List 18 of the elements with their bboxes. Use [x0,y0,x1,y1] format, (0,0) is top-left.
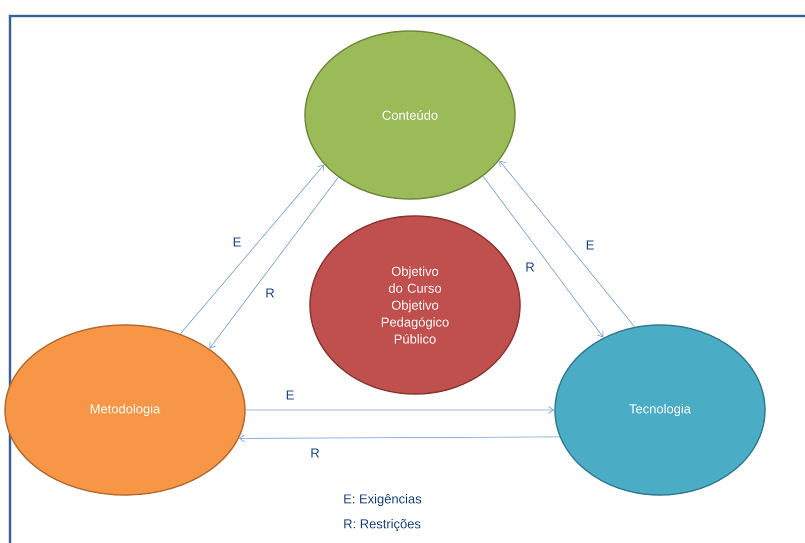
edge-label: E [284,390,296,400]
legend-text: E: Exigências [344,494,422,506]
ellipse-node: Conteúdo [304,30,516,200]
edge-label: E [584,240,596,250]
ellipse-node: Objetivo do Curso Objetivo Pedagógico Público [309,215,521,395]
legend-text: R: Restrições [344,518,420,532]
arrow [245,406,554,414]
edge-label: R [309,448,321,458]
arrow [180,164,324,334]
arrow [209,176,339,349]
arrow [238,434,560,442]
arrow [499,160,635,328]
ellipse-node: Tecnologia [554,324,766,496]
edge-label: R [264,288,276,298]
arrow [482,176,604,338]
edge-label: E [232,236,242,248]
edge-label: R [524,262,536,272]
ellipse-node: Metodologia [4,324,246,496]
